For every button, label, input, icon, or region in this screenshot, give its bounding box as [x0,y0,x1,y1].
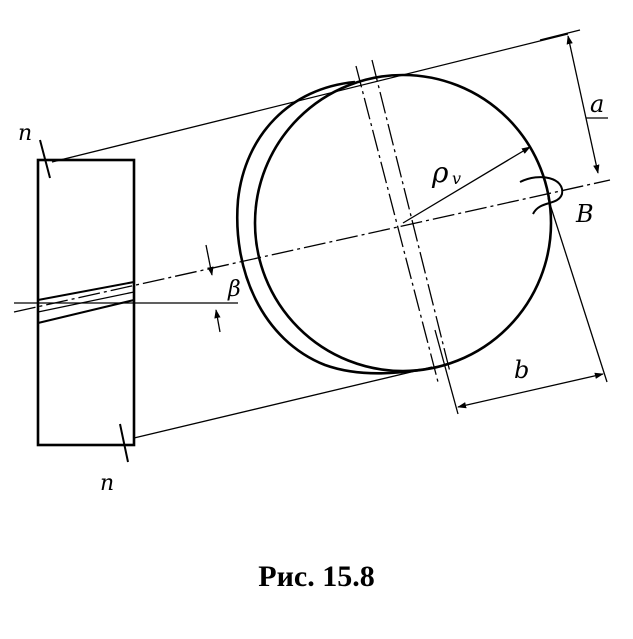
perpendicular-axis-left [355,65,439,383]
label-a: a [590,90,604,118]
b-dimension-line [457,372,604,409]
rect-inner-line-upper [37,281,135,301]
upper-tangent-line [51,33,569,163]
B-hook [519,176,564,215]
rect-inner-line-lower [37,299,135,324]
a-extension-top [539,29,581,41]
n-mark-top [39,139,51,179]
main-circle [253,73,553,373]
label-n-bottom: n [100,471,114,496]
b-extension-left [434,329,459,415]
label-n-top: n [18,121,32,146]
n-mark-bottom [119,423,129,463]
label-b: b [514,356,529,384]
inclined-axis [13,179,611,313]
a-dimension-line [566,35,600,174]
rect-inner-line-mid [37,291,135,313]
outer-contour [235,80,421,375]
perpendicular-axis-right [371,59,451,373]
label-rho-sub: v [452,169,461,188]
beta-arrow-top [205,244,214,276]
label-rho: ρ [431,156,449,189]
label-B: B [575,200,594,228]
figure-caption: Рис. 15.8 [258,560,375,593]
lower-tangent-line [133,366,433,439]
beta-arrow-bottom [214,309,221,333]
label-beta: β [227,277,241,302]
radius-arrow [402,146,531,224]
b-extension-right [547,197,608,383]
